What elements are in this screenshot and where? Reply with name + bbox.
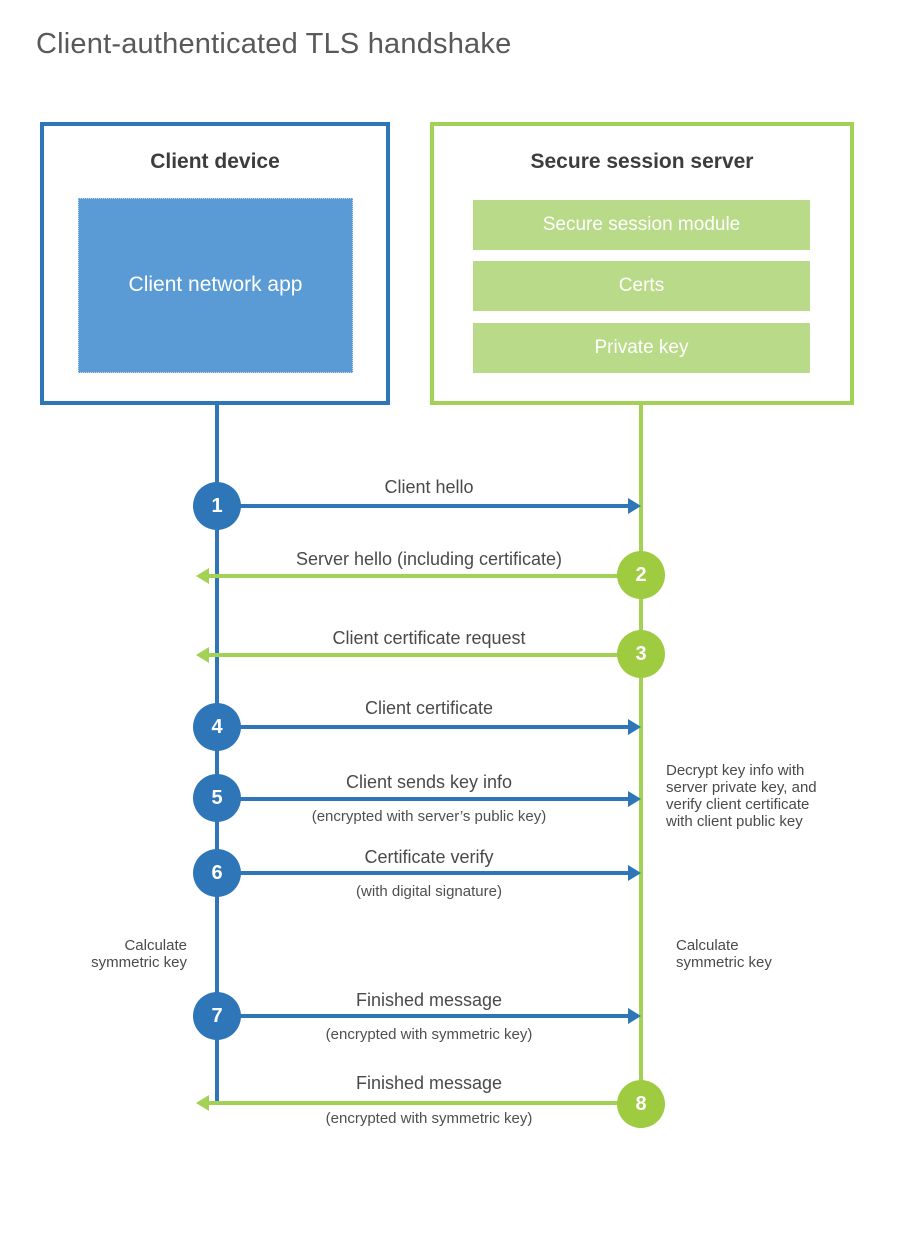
secure-session-server-box: Secure session server Secure session mod…	[430, 122, 854, 405]
message-label-finished-message-client: Finished message	[355, 990, 503, 1010]
arrow-line-6	[217, 871, 628, 875]
client-network-app-label: Client network app	[128, 273, 303, 297]
client-device-box: Client device Client network app	[40, 122, 390, 405]
message-label-client-certificate: Client certificate	[364, 698, 494, 718]
arrow-line-1	[217, 504, 628, 508]
arrow-head-left-icon	[196, 568, 209, 584]
step-badge-8: 8	[617, 1080, 665, 1128]
message-label-certificate-verify: Certificate verify	[364, 847, 494, 867]
step-badge-4: 4	[193, 703, 241, 751]
step-badge-6: 6	[193, 849, 241, 897]
step-badge-3: 3	[617, 630, 665, 678]
arrow-head-left-icon	[196, 647, 209, 663]
message-sub-with-digital-signature: (with digital signature)	[356, 883, 502, 900]
message-sub-encrypted-symmetric-key-7: (encrypted with symmetric key)	[325, 1026, 533, 1043]
step-badge-2: 2	[617, 551, 665, 599]
message-label-client-sends-key-info: Client sends key info	[345, 772, 513, 792]
arrow-head-right-icon	[628, 498, 641, 514]
step-badge-7: 7	[193, 992, 241, 1040]
arrow-head-right-icon	[628, 1008, 641, 1024]
note-calculate-symmetric-key-client: Calculate symmetric key	[91, 937, 187, 971]
page-title: Client-authenticated TLS handshake	[36, 28, 512, 60]
secure-session-server-title: Secure session server	[530, 150, 754, 173]
server-module-secure-session-module: Secure session module	[473, 200, 810, 250]
arrow-line-8	[209, 1101, 641, 1105]
step-badge-5: 5	[193, 774, 241, 822]
message-label-finished-message-server: Finished message	[355, 1073, 503, 1093]
arrow-line-2	[209, 574, 641, 578]
arrow-head-right-icon	[628, 791, 641, 807]
arrow-line-3	[209, 653, 641, 657]
message-label-server-hello: Server hello (including certificate)	[295, 549, 563, 569]
client-lifeline	[215, 403, 219, 1105]
message-label-client-hello: Client hello	[384, 477, 474, 497]
client-device-title: Client device	[150, 150, 280, 173]
message-label-client-certificate-request: Client certificate request	[332, 628, 526, 648]
server-lifeline	[639, 403, 643, 1128]
message-sub-encrypted-server-public-key: (encrypted with server’s public key)	[311, 808, 547, 825]
server-module-private-key: Private key	[473, 323, 810, 373]
arrow-line-7	[217, 1014, 628, 1018]
message-sub-encrypted-symmetric-key-8: (encrypted with symmetric key)	[325, 1110, 533, 1127]
arrow-line-5	[217, 797, 628, 801]
client-network-app-box: Client network app	[78, 198, 353, 373]
server-module-certs: Certs	[473, 261, 810, 311]
arrow-head-left-icon	[196, 1095, 209, 1111]
arrow-head-right-icon	[628, 865, 641, 881]
arrow-head-right-icon	[628, 719, 641, 735]
arrow-line-4	[217, 725, 628, 729]
note-calculate-symmetric-key-server: Calculate symmetric key	[676, 937, 772, 971]
note-decrypt-key-info: Decrypt key info with server private key…	[666, 762, 817, 830]
step-badge-1: 1	[193, 482, 241, 530]
